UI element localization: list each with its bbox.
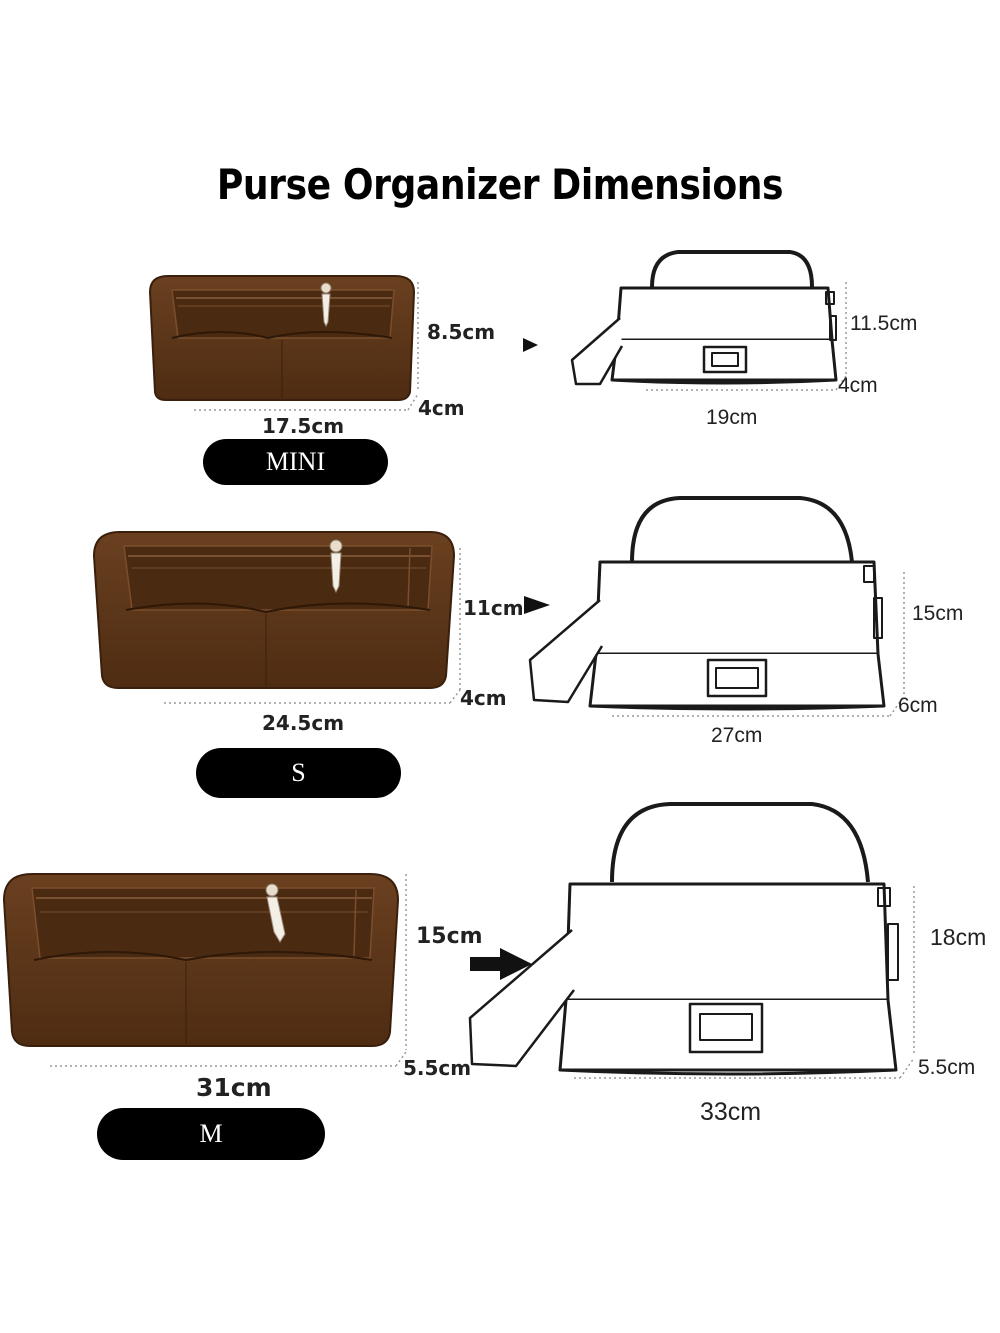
organizer-height-label: 15cm <box>416 924 483 949</box>
organizer-depth-label: 4cm <box>418 396 465 420</box>
organizer-depth-label: 5.5cm <box>403 1056 472 1080</box>
bag-depth-label: 4cm <box>838 374 878 397</box>
zipper-pull-icon <box>329 539 343 594</box>
bag-m <box>468 802 899 1076</box>
bag-depth-label: 5.5cm <box>918 1056 976 1079</box>
zipper-pull-icon <box>265 883 286 943</box>
bag-width-label: 19cm <box>706 406 758 429</box>
organizer-m <box>2 873 400 1047</box>
size-badge-label: S <box>291 758 306 787</box>
size-badge-label: MINI <box>265 447 326 476</box>
zipper-pull-icon <box>320 282 332 328</box>
organizer-width-label: 17.5cm <box>262 414 345 438</box>
bag-s <box>528 496 886 711</box>
bag-width-label: 27cm <box>711 724 763 747</box>
arrow-icon <box>523 338 538 352</box>
size-badge-s: S <box>196 748 401 798</box>
bag-height-label: 18cm <box>930 924 987 950</box>
size-badge-label: M <box>199 1119 223 1148</box>
bag-height-label: 11.5cm <box>850 312 918 335</box>
organizer-width-label: 31cm <box>196 1073 272 1102</box>
bag-width-label: 33cm <box>700 1098 762 1126</box>
organizer-depth-label: 4cm <box>460 686 507 710</box>
size-badge-m: M <box>97 1108 325 1160</box>
organizer-height-label: 8.5cm <box>427 320 496 344</box>
bag-depth-label: 6cm <box>898 694 938 717</box>
arrow-icon <box>470 948 532 980</box>
bag-mini <box>570 250 838 386</box>
organizer-width-label: 24.5cm <box>262 711 345 735</box>
organizer-mini <box>148 275 416 401</box>
page-title: Purse Organizer Dimensions <box>216 160 784 209</box>
size-badge-mini: MINI <box>203 439 388 485</box>
bag-height-label: 15cm <box>912 602 964 625</box>
arrow-icon <box>524 596 550 614</box>
organizer-s <box>92 531 456 689</box>
organizer-height-label: 11cm <box>463 596 524 620</box>
